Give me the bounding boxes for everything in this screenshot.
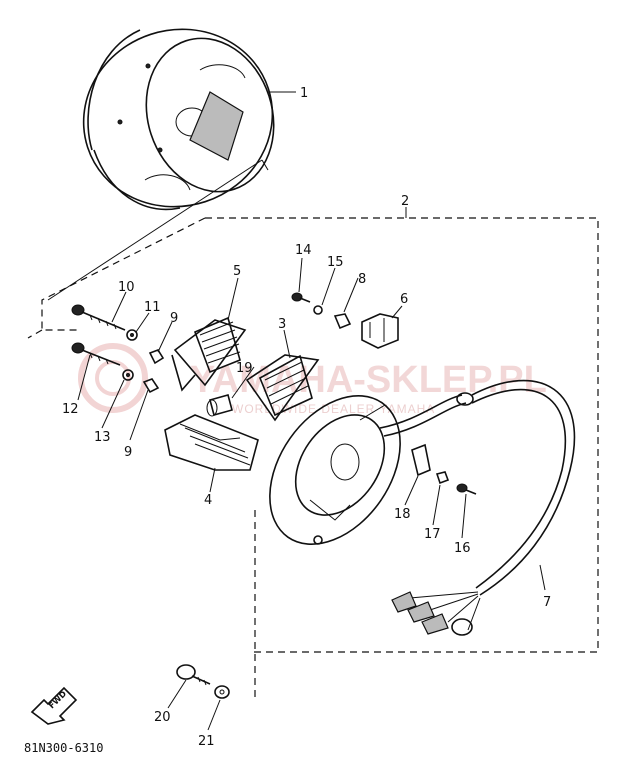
- callout-7: 7: [543, 595, 551, 610]
- part-1-flywheel-rotor: [82, 28, 275, 211]
- part-17-washer: [435, 471, 450, 485]
- callouts: 1 2 3 4 5 6 7 8 9 9 10 11 12 13 14 15 16…: [62, 86, 551, 749]
- part-2-assembly-boundary: [27, 159, 599, 653]
- part-8-clamp: [333, 313, 352, 330]
- callout-14: 14: [295, 243, 312, 258]
- part-12-screw: [71, 342, 121, 366]
- part-11-washer: [126, 329, 138, 341]
- callout-18: 18: [394, 507, 411, 522]
- part-18-clip: [411, 443, 431, 477]
- watermark-text: YAMAHA-SKLEP.PL: [190, 359, 547, 401]
- callout-12: 12: [62, 402, 79, 417]
- callout-19: 19: [236, 361, 253, 376]
- part-20-bolt: [176, 664, 211, 686]
- forward-arrow-label: FWD: [47, 689, 68, 710]
- callout-15: 15: [327, 255, 344, 270]
- leader-lines: [77, 91, 546, 731]
- callout-13: 13: [94, 430, 111, 445]
- part-9-nut-upper: [148, 349, 165, 365]
- callout-3: 3: [278, 317, 286, 332]
- forward-arrow-icon: FWD: [30, 686, 78, 725]
- callout-9-upper: 9: [170, 311, 178, 326]
- part-6-pickup: [361, 313, 399, 349]
- part-7-wire-harness: [379, 379, 576, 636]
- callout-1: 1: [300, 86, 308, 101]
- part-19-spacer: [206, 394, 233, 417]
- part-16-screw: [456, 483, 477, 495]
- callout-9-lower: 9: [124, 445, 132, 460]
- part-10-screw: [71, 304, 126, 331]
- callout-11: 11: [144, 300, 161, 315]
- part-4-coil: [164, 414, 259, 471]
- callout-20: 20: [154, 710, 171, 725]
- part-21-washer: [214, 685, 230, 699]
- callout-5: 5: [233, 264, 241, 279]
- callout-2: 2: [401, 194, 409, 209]
- callout-8: 8: [358, 272, 366, 287]
- part-14-screw: [291, 292, 311, 303]
- part-5-coil: [171, 316, 247, 392]
- part-3-coil: [245, 354, 320, 422]
- part-9-nut-lower: [142, 378, 160, 394]
- callout-17: 17: [424, 527, 441, 542]
- watermark: YAMAHA-SKLEP.PL WORLDWIDE DEALER YAMAHA: [78, 343, 547, 416]
- part-13-washer: [122, 369, 134, 381]
- part-15-washer: [313, 305, 323, 315]
- callout-6: 6: [400, 292, 408, 307]
- callout-21: 21: [198, 734, 215, 749]
- callout-10: 10: [118, 280, 135, 295]
- diagram-part-code: 81N300-6310: [24, 741, 103, 755]
- stator-base-plate: [269, 394, 401, 546]
- callout-4: 4: [204, 493, 212, 508]
- callout-16: 16: [454, 541, 471, 556]
- watermark-subtext: WORLDWIDE DEALER YAMAHA: [232, 402, 435, 416]
